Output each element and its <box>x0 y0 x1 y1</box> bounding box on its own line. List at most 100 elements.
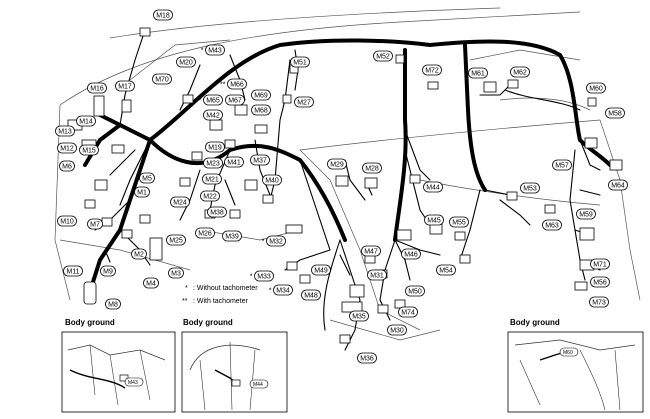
connector-label-m45: M45 <box>424 214 444 226</box>
inset-title: Body ground <box>65 318 115 327</box>
connector-id-text: M48 <box>304 293 318 300</box>
connector-id-text: M20 <box>179 60 193 67</box>
label-bubble <box>87 218 103 230</box>
connector-label-m39: M39 <box>222 230 242 242</box>
label-bubble <box>290 56 310 68</box>
connector-id-text: M65 <box>206 98 220 105</box>
connector-id-text: M54 <box>439 268 453 275</box>
connector-id-text: M58 <box>608 111 622 118</box>
connector-label-m3: M3 <box>168 267 184 279</box>
connector-id-text: M33 <box>257 274 271 281</box>
connector-block <box>262 194 274 204</box>
connector-label-m22: M22 <box>200 190 220 202</box>
label-bubble <box>405 285 425 297</box>
connector-id-text: M45 <box>427 218 441 225</box>
connector-id-text: M24 <box>173 200 187 207</box>
connector-id-text: M16 <box>90 86 104 93</box>
label-bubble <box>105 298 121 310</box>
connector-label-m68: M68 <box>251 104 271 116</box>
label-bubble <box>586 82 606 94</box>
label-bubble <box>576 208 596 220</box>
label-bubble <box>552 159 572 171</box>
label-bubble <box>139 172 155 184</box>
connector-block <box>234 104 248 116</box>
connector-label-m49: M49 <box>311 264 331 276</box>
connector-block <box>101 217 113 227</box>
connector-label-m13: M13 <box>55 125 75 137</box>
connector-block <box>84 199 96 209</box>
label-bubble <box>401 248 421 260</box>
connector-id-text: M50 <box>408 289 422 296</box>
connector-block <box>335 175 349 187</box>
connector-block <box>584 137 598 149</box>
connector-id-text: M69 <box>254 93 268 100</box>
connector-label-m19: M19 <box>205 141 225 153</box>
connector-label-m32: M32* <box>262 235 286 247</box>
connector-block <box>182 94 194 104</box>
connector-id-text: M22 <box>203 194 217 201</box>
connector-block <box>244 179 258 191</box>
connector-label-m9: M9 <box>100 265 116 277</box>
connector-id-text: M3 <box>171 271 181 278</box>
connector-label-m12: M12 <box>57 142 77 154</box>
label-bubble <box>57 215 77 227</box>
connector-label-m73: M73 <box>589 296 609 308</box>
connector-label-m71: M71 <box>590 258 610 270</box>
connector-label-m27: M27 <box>294 96 314 108</box>
label-bubble <box>76 115 96 127</box>
connector-id-text: M71 <box>593 262 607 269</box>
label-bubble <box>227 78 247 90</box>
connector-id-text: M4 <box>146 281 156 288</box>
connector-id-text: M2 <box>134 252 144 259</box>
connector-block <box>349 284 365 298</box>
connector-label-m46: M46 <box>401 248 421 260</box>
connector-id-text: M26 <box>198 231 212 238</box>
inset-connector-label: M44 <box>253 382 263 388</box>
connector-label-m54: M54 <box>436 264 456 276</box>
connector-block <box>409 174 421 184</box>
label-bubble <box>590 258 610 270</box>
connector-id-text: M41 <box>227 160 241 167</box>
label-bubble <box>542 219 562 231</box>
connector-block <box>299 274 311 284</box>
connector-block <box>121 229 133 239</box>
connector-id-text: M36 <box>360 356 374 363</box>
legend-with-tach: : With tachometer <box>193 298 249 305</box>
connector-block <box>609 159 623 171</box>
label-bubble <box>59 160 75 172</box>
connector-id-text: M40 <box>265 178 279 185</box>
connector-block <box>111 144 125 154</box>
legend-without-tach: : Without tachometer <box>193 285 258 292</box>
connector-id-text: M44 <box>426 185 440 192</box>
connector-label-m16: M16 <box>87 82 107 94</box>
inset-body-ground-2: Body ground M44 <box>181 318 288 413</box>
connector-block <box>364 177 378 189</box>
connector-id-text: M18 <box>156 13 170 20</box>
connector-label-m55: M55 <box>449 216 469 228</box>
connector-label-m33: M33* <box>250 270 274 282</box>
connector-id-text: M53 <box>523 186 537 193</box>
connector-label-m48: M48 <box>301 289 321 301</box>
connector-block <box>83 281 97 305</box>
label-bubble <box>143 277 159 289</box>
label-bubble <box>200 190 220 202</box>
connector-id-text: M47 <box>364 249 378 256</box>
connector-label-m52: M52 <box>373 50 393 62</box>
connector-id-text: M21 <box>205 177 219 184</box>
connector-block <box>121 99 132 113</box>
connector-block <box>224 139 236 149</box>
connector-block <box>544 204 556 214</box>
connector-block <box>149 237 163 261</box>
connector-label-m41: M41 <box>224 156 244 168</box>
connector-id-text: M57 <box>555 163 569 170</box>
label-bubble <box>57 142 77 154</box>
connector-label-m72: M72 <box>422 64 442 76</box>
connector-id-text: M66 <box>230 82 244 89</box>
label-bubble <box>349 310 369 322</box>
label-bubble <box>327 158 347 170</box>
connector-block <box>93 95 105 117</box>
label-bubble <box>55 125 75 137</box>
